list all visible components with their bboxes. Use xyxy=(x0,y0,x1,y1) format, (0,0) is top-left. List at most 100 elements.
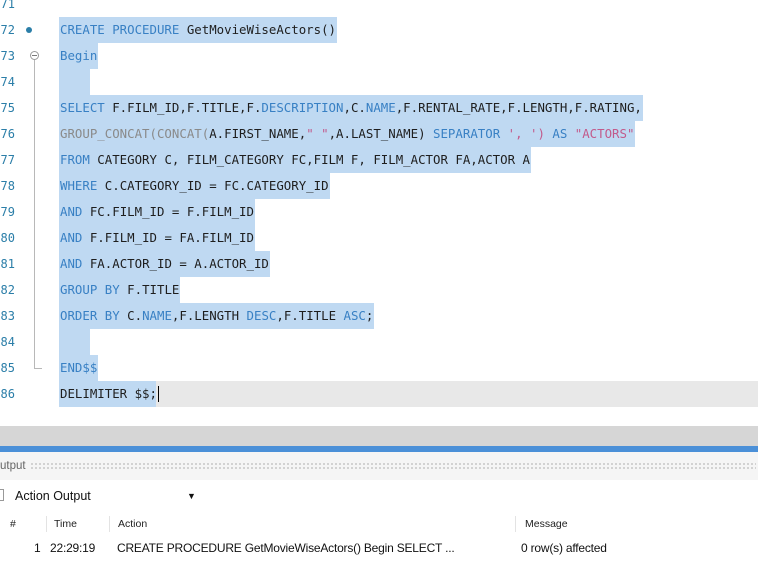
editor-line[interactable]: 83 ORDER BY C.NAME,F.LENGTH DESC,F.TITLE … xyxy=(0,303,758,329)
fold-collapse-icon[interactable] xyxy=(30,51,39,60)
editor-line[interactable]: 71 xyxy=(0,0,758,17)
code-text[interactable]: SELECT F.FILM_ID,F.TITLE,F.DESCRIPTION,C… xyxy=(60,95,642,121)
line-number: 72 xyxy=(0,23,15,37)
code-token: NAME xyxy=(142,308,172,323)
column-header-action[interactable]: Action xyxy=(118,518,148,530)
editor-line[interactable]: 82 GROUP BY F.TITLE xyxy=(0,277,758,303)
line-number: 74 xyxy=(0,75,15,89)
editor-line[interactable]: 76 GROUP_CONCAT(CONCAT(A.FIRST_NAME," ",A… xyxy=(0,121,758,147)
line-number: 77 xyxy=(0,153,15,167)
current-line-highlight xyxy=(60,381,758,407)
code-token: "ACTORS" xyxy=(567,126,635,141)
editor-line[interactable]: 75 SELECT F.FILM_ID,F.TITLE,F.DESCRIPTION… xyxy=(0,95,758,121)
row-action-cell[interactable]: CREATE PROCEDURE GetMovieWiseActors() Be… xyxy=(117,541,455,555)
editor-line[interactable]: 80 AND F.FILM_ID = FA.FILM_ID xyxy=(0,225,758,251)
fold-guide-line xyxy=(34,60,35,368)
code-token: F.FILM_ID = FA.FILM_ID xyxy=(82,230,254,245)
editor-line[interactable]: 84 xyxy=(0,329,758,355)
editor-line[interactable]: 77 FROM CATEGORY C, FILM_CATEGORY FC,FILM… xyxy=(0,147,758,173)
line-number: 73 xyxy=(0,49,15,63)
code-token: ,F.LENGTH xyxy=(171,308,247,323)
code-text[interactable]: WHERE C.CATEGORY_ID = FC.CATEGORY_ID xyxy=(60,173,329,199)
code-token: DESCRIPTION xyxy=(261,100,344,115)
code-token: WHERE xyxy=(60,178,98,193)
code-token: GROUP BY xyxy=(60,282,120,297)
code-token: FA.ACTOR_ID = A.ACTOR_ID xyxy=(82,256,269,271)
selection-highlight xyxy=(59,147,532,173)
code-token: END xyxy=(60,360,83,375)
row-message-cell[interactable]: 0 row(s) affected xyxy=(521,541,607,555)
selection-highlight xyxy=(59,69,91,95)
code-text[interactable]: GROUP BY F.TITLE xyxy=(60,277,179,303)
column-divider[interactable] xyxy=(515,516,516,532)
editor-line[interactable]: 78 WHERE C.CATEGORY_ID = FC.CATEGORY_ID xyxy=(0,173,758,199)
column-divider[interactable] xyxy=(109,516,110,532)
code-token: Begin xyxy=(60,48,98,63)
output-toolbar: Action Output ▼ xyxy=(0,480,758,513)
row-number-cell[interactable]: 1 xyxy=(34,541,41,555)
column-divider[interactable] xyxy=(46,516,47,532)
editor-line[interactable]: 72 CREATE PROCEDURE GetMovieWiseActors() xyxy=(0,17,758,43)
selection-highlight xyxy=(59,303,375,329)
column-header-num[interactable]: # xyxy=(10,518,16,530)
output-panel-title: utput xyxy=(0,460,26,472)
code-token: ,A.LAST_NAME) xyxy=(328,126,434,141)
line-number: 81 xyxy=(0,257,15,271)
line-number: 83 xyxy=(0,309,15,323)
code-text[interactable]: ORDER BY C.NAME,F.LENGTH DESC,F.TITLE AS… xyxy=(60,303,373,329)
code-text[interactable]: Begin xyxy=(60,43,97,69)
line-number: 76 xyxy=(0,127,15,141)
selection-highlight xyxy=(59,17,338,43)
code-text[interactable]: DELIMITER $$; xyxy=(60,381,157,407)
code-token: NAME xyxy=(365,100,396,115)
code-token: FC.FILM_ID = F.FILM_ID xyxy=(82,204,254,219)
breakpoint-dot-icon[interactable] xyxy=(26,27,32,33)
line-number: 80 xyxy=(0,231,15,245)
text-caret xyxy=(157,386,159,402)
editor-scroll-area[interactable] xyxy=(0,426,758,446)
code-token: A.FIRST_NAME, xyxy=(209,126,307,141)
code-text[interactable]: CREATE PROCEDURE GetMovieWiseActors() xyxy=(60,17,336,43)
selection-highlight xyxy=(59,355,99,381)
code-text[interactable]: AND F.FILM_ID = FA.FILM_ID xyxy=(60,225,254,251)
code-text[interactable]: AND FC.FILM_ID = F.FILM_ID xyxy=(60,199,254,225)
selection-highlight xyxy=(59,329,91,355)
line-number: 71 xyxy=(0,0,15,11)
line-number: 82 xyxy=(0,283,15,297)
line-number: 75 xyxy=(0,101,15,115)
code-token: SELECT xyxy=(60,100,105,115)
sql-editor[interactable]: 71 72 CREATE PROCEDURE GetMovieWiseActors(… xyxy=(0,0,758,426)
code-token: DELIMITER $$; xyxy=(60,386,157,401)
code-text[interactable]: AND FA.ACTOR_ID = A.ACTOR_ID xyxy=(60,251,269,277)
selection-highlight xyxy=(59,225,255,251)
row-time-cell[interactable]: 22:29:19 xyxy=(50,541,96,555)
editor-line[interactable]: 81 AND FA.ACTOR_ID = A.ACTOR_ID xyxy=(0,251,758,277)
panel-grip[interactable] xyxy=(30,462,756,469)
code-token: GetMovieWiseActors() xyxy=(179,22,337,37)
code-text[interactable]: GROUP_CONCAT(CONCAT(A.FIRST_NAME," ",A.L… xyxy=(60,121,634,147)
selection-highlight xyxy=(59,251,270,277)
selection-highlight xyxy=(59,381,156,407)
column-header-message[interactable]: Message xyxy=(525,518,568,530)
code-token: CREATE PROCEDURE xyxy=(60,22,180,37)
column-header-time[interactable]: Time xyxy=(54,518,77,530)
output-panel-header: utput xyxy=(0,452,758,480)
line-number: 78 xyxy=(0,179,15,193)
editor-line[interactable]: 74 xyxy=(0,69,758,95)
code-token: SEPARATOR xyxy=(433,126,501,141)
output-type-value: Action Output xyxy=(15,489,91,503)
editor-line[interactable]: 73 Begin xyxy=(0,43,758,69)
output-type-dropdown[interactable]: Action Output ▼ xyxy=(13,485,200,508)
line-number: 84 xyxy=(0,335,15,349)
action-output-grid: # Time Action Message 1 22:29:19 CREATE … xyxy=(0,513,758,567)
code-token: ; xyxy=(365,308,374,323)
panel-toggle-icon[interactable] xyxy=(0,489,4,501)
panel-splitter[interactable] xyxy=(0,446,758,452)
selection-highlight xyxy=(59,43,99,69)
code-text[interactable]: END$$ xyxy=(60,355,97,381)
code-token: FROM xyxy=(60,152,90,167)
code-text[interactable]: FROM CATEGORY C, FILM_CATEGORY FC,FILM F… xyxy=(60,147,530,173)
